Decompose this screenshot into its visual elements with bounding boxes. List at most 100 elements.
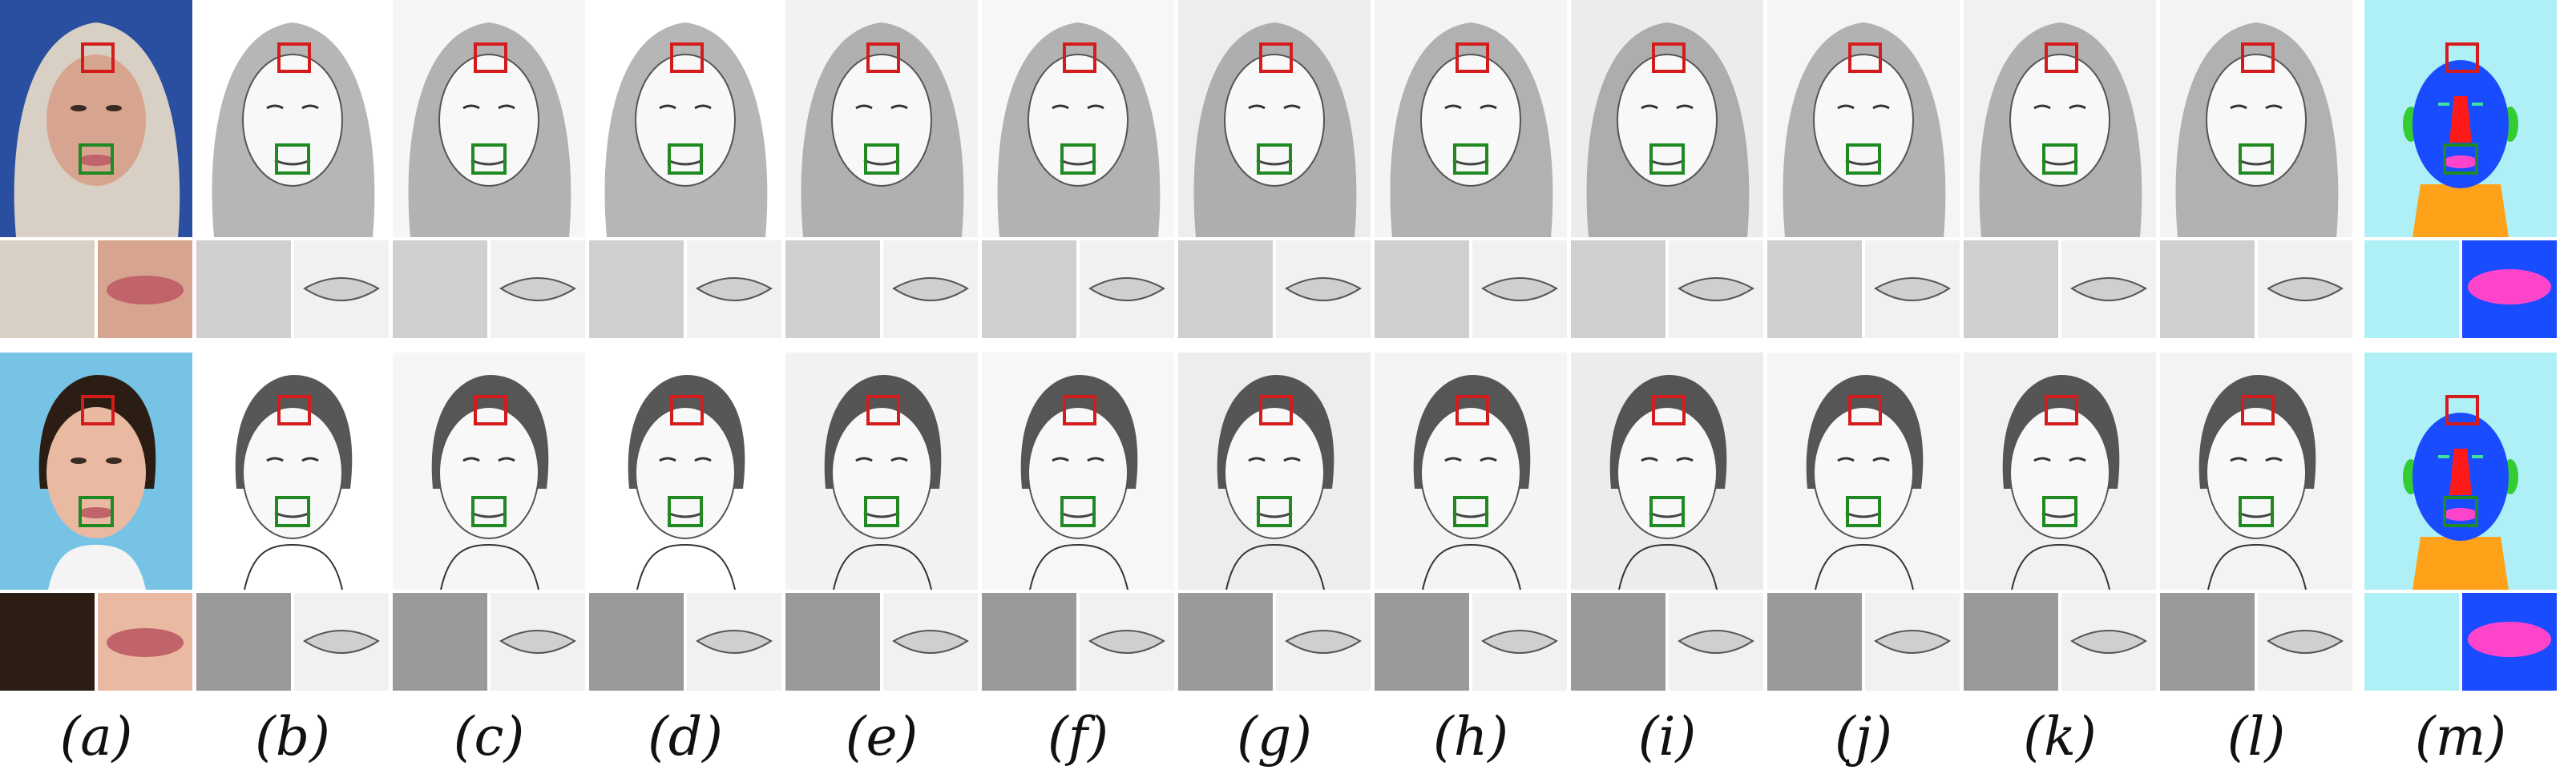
mouth-crop-lips bbox=[892, 630, 969, 654]
zoom-crops bbox=[393, 240, 585, 338]
zoom-crops bbox=[1178, 240, 1371, 338]
sketch-face bbox=[635, 54, 736, 187]
forehead-crop bbox=[2160, 593, 2255, 691]
mouth-box bbox=[2042, 496, 2077, 527]
zoom-crops bbox=[1767, 593, 1960, 691]
sketch-left-eye bbox=[1837, 457, 1855, 462]
parsing-lips bbox=[2443, 155, 2478, 168]
forehead-box bbox=[1652, 395, 1686, 425]
mouth-crop-lips bbox=[1874, 277, 1951, 301]
mouth-crop-lips bbox=[2070, 277, 2147, 301]
mouth-box bbox=[864, 496, 899, 527]
mouth-box bbox=[79, 496, 114, 527]
zoom-crops bbox=[1178, 593, 1371, 691]
forehead-crop bbox=[2364, 593, 2459, 691]
column-label: (e) bbox=[845, 706, 919, 768]
sketch-right-eye bbox=[1283, 457, 1301, 462]
forehead-crop bbox=[785, 593, 880, 691]
face-image bbox=[1375, 353, 1567, 590]
zoom-crops bbox=[0, 240, 192, 338]
column-label: (b) bbox=[255, 706, 330, 768]
face-image bbox=[2364, 353, 2557, 590]
forehead-crop bbox=[982, 240, 1076, 338]
forehead-crop bbox=[2160, 240, 2255, 338]
sketch-left-eye bbox=[1248, 457, 1266, 462]
face-image bbox=[982, 353, 1174, 590]
left-eye bbox=[71, 458, 87, 464]
sketch-face bbox=[438, 406, 539, 539]
forehead-box bbox=[474, 42, 507, 73]
forehead-box bbox=[670, 42, 704, 73]
forehead-crop bbox=[589, 240, 684, 338]
column-a: (a) bbox=[0, 0, 192, 782]
mouth-crop-lips bbox=[1678, 630, 1754, 654]
mouth-box bbox=[1846, 143, 1881, 175]
mouth-crop-lips bbox=[107, 276, 184, 304]
mouth-box bbox=[2239, 143, 2274, 175]
forehead-crop bbox=[1767, 593, 1862, 691]
mouth-crop-lips bbox=[303, 277, 380, 301]
sketch-collar bbox=[1422, 543, 1521, 590]
zoom-crops bbox=[1964, 240, 2156, 338]
forehead-box bbox=[1652, 42, 1686, 73]
parsing-right-eye bbox=[2472, 103, 2483, 106]
sketch-left-eye bbox=[1641, 104, 1658, 110]
mouth-box bbox=[1649, 496, 1685, 527]
forehead-box bbox=[2241, 42, 2275, 73]
sketch-face bbox=[831, 406, 932, 539]
sketch-face bbox=[2009, 54, 2110, 187]
mouth-box bbox=[471, 143, 507, 175]
parsing-left-eye bbox=[2438, 455, 2449, 458]
mouth-box bbox=[2042, 143, 2077, 175]
forehead-box bbox=[1259, 395, 1293, 425]
sketch-face bbox=[831, 54, 932, 187]
sketch-face bbox=[1028, 406, 1129, 539]
face bbox=[46, 407, 146, 538]
sketch-right-eye bbox=[2069, 104, 2086, 110]
sketch-right-eye bbox=[1676, 104, 1694, 110]
column-label: (a) bbox=[59, 706, 133, 768]
sketch-collar bbox=[244, 543, 343, 590]
sketch-left-eye bbox=[2033, 457, 2051, 462]
mouth-crop-lips bbox=[499, 277, 576, 301]
mouth-box bbox=[864, 143, 899, 175]
face-image bbox=[589, 353, 781, 590]
right-eye bbox=[106, 105, 122, 111]
shirt bbox=[48, 545, 146, 590]
sketch-right-eye bbox=[1872, 104, 1890, 110]
zoom-crops bbox=[2364, 593, 2557, 691]
sketch-right-eye bbox=[301, 457, 319, 462]
forehead-box bbox=[277, 42, 311, 73]
mouth-box bbox=[2443, 143, 2478, 175]
parsing-left-eye bbox=[2438, 103, 2449, 106]
mouth-box bbox=[1846, 496, 1881, 527]
forehead-crop bbox=[0, 240, 95, 338]
sketch-face bbox=[438, 54, 539, 187]
sketch-right-eye bbox=[498, 457, 515, 462]
sketch-collar bbox=[1225, 543, 1325, 590]
mouth-box bbox=[2239, 496, 2274, 527]
parsing-neck bbox=[2412, 184, 2509, 237]
sketch-left-eye bbox=[1248, 104, 1266, 110]
forehead-crop bbox=[0, 593, 95, 691]
parsing-neck bbox=[2412, 537, 2509, 590]
zoom-crops bbox=[1571, 240, 1763, 338]
zoom-crops bbox=[1767, 240, 1960, 338]
column-label: (c) bbox=[453, 706, 525, 768]
sketch-left-eye bbox=[2230, 457, 2247, 462]
forehead-box bbox=[670, 395, 704, 425]
column-f: (f) bbox=[982, 0, 1174, 782]
face-image bbox=[785, 353, 978, 590]
lips bbox=[79, 507, 114, 518]
face-image bbox=[982, 0, 1174, 237]
zoom-crops bbox=[196, 593, 389, 691]
forehead-box bbox=[2241, 395, 2275, 425]
sketch-left-eye bbox=[1052, 104, 1069, 110]
column-label: (g) bbox=[1237, 706, 1312, 768]
sketch-collar bbox=[1029, 543, 1129, 590]
face-image bbox=[0, 0, 192, 237]
mouth-crop-lips bbox=[2468, 269, 2551, 304]
forehead-box bbox=[1063, 395, 1096, 425]
face-image bbox=[393, 353, 585, 590]
mouth-box bbox=[1453, 496, 1488, 527]
